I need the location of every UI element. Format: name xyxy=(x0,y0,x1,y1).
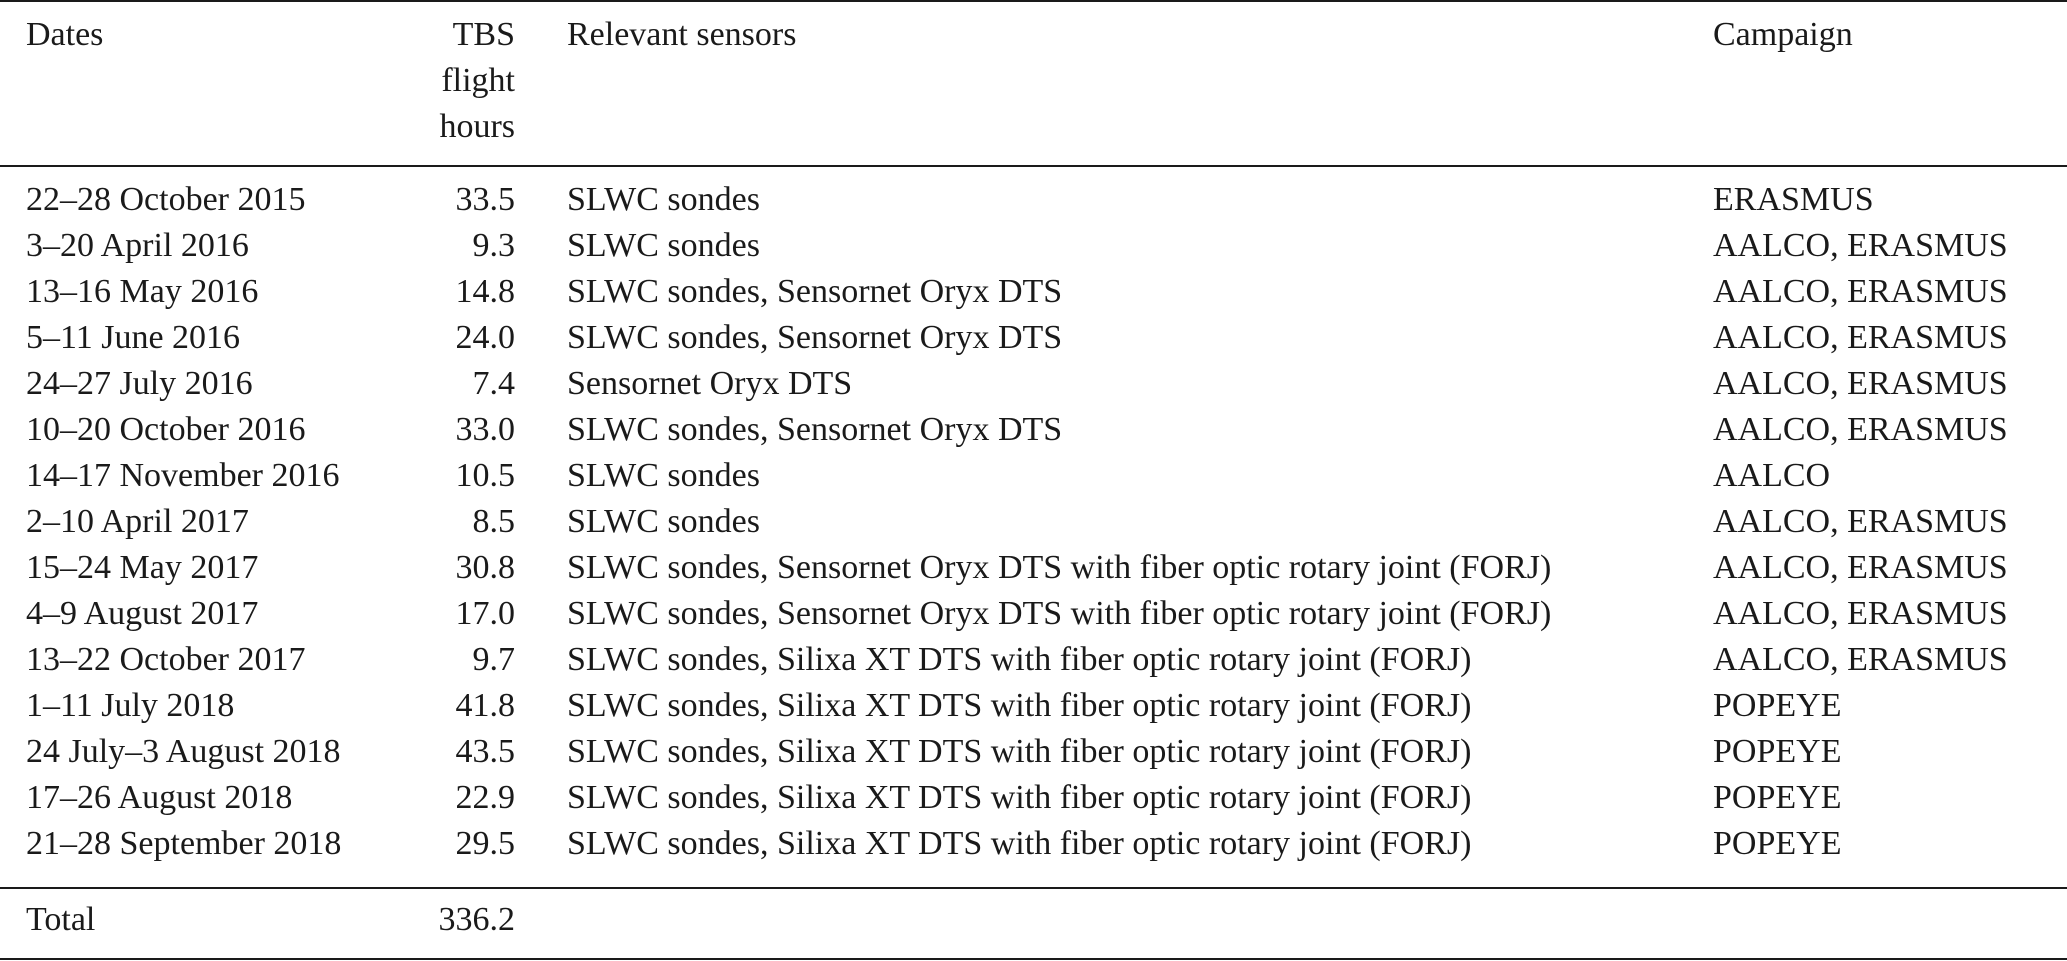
total-hours: 336.2 xyxy=(438,901,516,938)
row-date: 21–28 September 2018 xyxy=(26,825,342,862)
row-hours: 9.3 xyxy=(472,227,516,264)
row-date: 17–26 August 2018 xyxy=(26,779,293,816)
row-hours: 22.9 xyxy=(455,779,516,816)
row-date: 14–17 November 2016 xyxy=(26,457,340,494)
header-flight-hours: TBS flight hours xyxy=(439,12,515,150)
row-date: 1–11 July 2018 xyxy=(26,687,235,724)
row-sensors: SLWC sondes xyxy=(567,181,760,218)
row-campaign: AALCO, ERASMUS xyxy=(1713,641,2008,678)
row-campaign: ERASMUS xyxy=(1713,181,1874,218)
row-sensors: SLWC sondes, Silixa XT DTS with fiber op… xyxy=(567,779,1472,816)
row-hours: 29.5 xyxy=(455,825,516,862)
row-date: 3–20 April 2016 xyxy=(26,227,249,264)
row-sensors: SLWC sondes, Sensornet Oryx DTS with fib… xyxy=(567,549,1552,586)
row-date: 24 July–3 August 2018 xyxy=(26,733,341,770)
row-date: 15–24 May 2017 xyxy=(26,549,259,586)
row-sensors: SLWC sondes xyxy=(567,457,760,494)
row-campaign: POPEYE xyxy=(1713,687,1842,724)
header-hours-line2: flight xyxy=(441,62,515,99)
row-sensors: SLWC sondes xyxy=(567,503,760,540)
row-campaign: AALCO, ERASMUS xyxy=(1713,595,2008,632)
header-hours-line3: hours xyxy=(439,108,515,145)
header-sensors: Relevant sensors xyxy=(567,16,797,53)
row-campaign: AALCO, ERASMUS xyxy=(1713,365,2008,402)
row-sensors: SLWC sondes, Silixa XT DTS with fiber op… xyxy=(567,733,1472,770)
row-sensors: SLWC sondes, Silixa XT DTS with fiber op… xyxy=(567,687,1472,724)
row-hours: 33.0 xyxy=(455,411,516,448)
header-rule xyxy=(0,165,2067,167)
row-hours: 41.8 xyxy=(455,687,516,724)
row-sensors: Sensornet Oryx DTS xyxy=(567,365,853,402)
row-hours: 24.0 xyxy=(455,319,516,356)
row-sensors: SLWC sondes xyxy=(567,227,760,264)
row-date: 10–20 October 2016 xyxy=(26,411,306,448)
row-sensors: SLWC sondes, Sensornet Oryx DTS xyxy=(567,411,1063,448)
total-label: Total xyxy=(26,901,96,938)
header-hours-line1: TBS xyxy=(452,16,515,53)
row-campaign: AALCO, ERASMUS xyxy=(1713,503,2008,540)
row-campaign: AALCO, ERASMUS xyxy=(1713,273,2008,310)
row-campaign: AALCO, ERASMUS xyxy=(1713,227,2008,264)
row-sensors: SLWC sondes, Silixa XT DTS with fiber op… xyxy=(567,641,1472,678)
top-rule xyxy=(0,0,2067,2)
header-campaign: Campaign xyxy=(1713,16,1853,53)
row-sensors: SLWC sondes, Sensornet Oryx DTS with fib… xyxy=(567,595,1552,632)
row-date: 2–10 April 2017 xyxy=(26,503,249,540)
row-date: 4–9 August 2017 xyxy=(26,595,259,632)
row-date: 24–27 July 2016 xyxy=(26,365,253,402)
row-date: 22–28 October 2015 xyxy=(26,181,306,218)
row-sensors: SLWC sondes, Sensornet Oryx DTS xyxy=(567,319,1063,356)
row-campaign: POPEYE xyxy=(1713,779,1842,816)
row-campaign: AALCO, ERASMUS xyxy=(1713,319,2008,356)
row-campaign: AALCO, ERASMUS xyxy=(1713,411,2008,448)
row-sensors: SLWC sondes, Silixa XT DTS with fiber op… xyxy=(567,825,1472,862)
row-hours: 14.8 xyxy=(455,273,516,310)
row-campaign: AALCO xyxy=(1713,457,1831,494)
row-campaign: POPEYE xyxy=(1713,825,1842,862)
row-date: 13–16 May 2016 xyxy=(26,273,259,310)
header-dates: Dates xyxy=(26,16,104,53)
row-campaign: POPEYE xyxy=(1713,733,1842,770)
row-date: 13–22 October 2017 xyxy=(26,641,306,678)
total-rule xyxy=(0,887,2067,889)
row-hours: 8.5 xyxy=(472,503,516,540)
row-hours: 30.8 xyxy=(455,549,516,586)
bottom-rule xyxy=(0,958,2067,960)
row-hours: 43.5 xyxy=(455,733,516,770)
row-hours: 9.7 xyxy=(472,641,516,678)
row-date: 5–11 June 2016 xyxy=(26,319,241,356)
row-hours: 7.4 xyxy=(472,365,516,402)
row-campaign: AALCO, ERASMUS xyxy=(1713,549,2008,586)
row-hours: 33.5 xyxy=(455,181,516,218)
row-hours: 10.5 xyxy=(455,457,516,494)
row-sensors: SLWC sondes, Sensornet Oryx DTS xyxy=(567,273,1063,310)
row-hours: 17.0 xyxy=(455,595,516,632)
